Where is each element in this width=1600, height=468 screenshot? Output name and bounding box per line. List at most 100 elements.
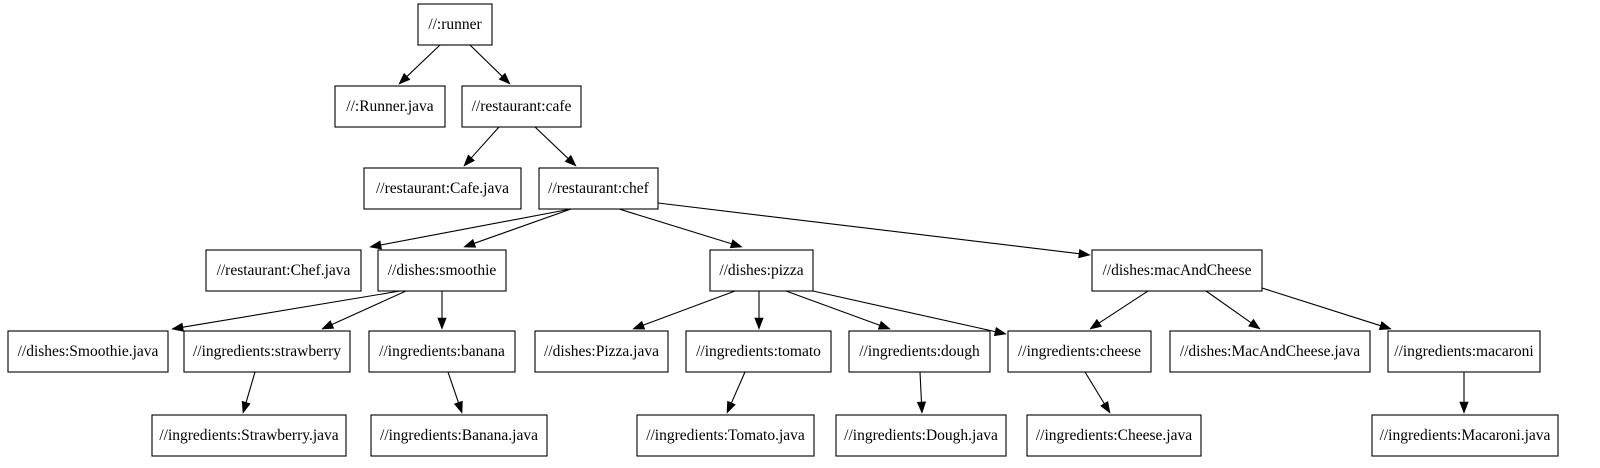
graph-edge: [726, 371, 746, 414]
arrowhead-icon: [1248, 318, 1261, 330]
edge-line: [406, 44, 441, 77]
node-box[interactable]: [685, 330, 832, 373]
graph-node-cheese-java[interactable]: //ingredients:Cheese.java: [1026, 414, 1202, 457]
edge-line: [182, 290, 401, 328]
graph-edge: [785, 290, 891, 330]
graph-edge: [171, 290, 401, 332]
node-box[interactable]: [7, 330, 169, 373]
node-box[interactable]: [1007, 330, 1152, 373]
node-box[interactable]: [368, 330, 516, 373]
edge-line: [447, 371, 459, 403]
node-box[interactable]: [1387, 330, 1541, 373]
graph-node-tomato-java[interactable]: //ingredients:Tomato.java: [636, 414, 815, 457]
graph-node-ing-dough[interactable]: //ingredients:dough: [848, 330, 991, 373]
graph-node-cafe-java[interactable]: //restaurant:Cafe.java: [363, 167, 522, 210]
edge-line: [730, 371, 746, 404]
node-box[interactable]: [370, 414, 548, 457]
graph-node-pizza-java[interactable]: //dishes:Pizza.java: [534, 330, 669, 373]
node-box[interactable]: [377, 249, 507, 292]
graph-node-dishes-pizza[interactable]: //dishes:pizza: [709, 249, 814, 292]
graph-node-ing-tomato[interactable]: //ingredients:tomato: [685, 330, 832, 373]
graph-node-ing-macaroni[interactable]: //ingredients:macaroni: [1387, 330, 1541, 373]
graph-edge: [463, 126, 500, 167]
graph-node-strawberry-java[interactable]: //ingredients:Strawberry.java: [151, 414, 347, 457]
graph-node-ing-cheese[interactable]: //ingredients:cheese: [1007, 330, 1152, 373]
node-box[interactable]: [363, 167, 522, 210]
graph-node-macandchz-java[interactable]: //dishes:MacAndCheese.java: [1169, 330, 1371, 373]
node-box[interactable]: [848, 330, 991, 373]
node-box[interactable]: [1091, 249, 1263, 292]
node-box[interactable]: [1026, 414, 1202, 457]
graph-node-ing-strawberry[interactable]: //ingredients:strawberry: [183, 330, 351, 373]
node-label: //ingredients:Dough.java: [844, 427, 998, 444]
graph-edge: [1459, 372, 1469, 414]
graph-node-chef-java[interactable]: //restaurant:Chef.java: [205, 249, 362, 292]
graph-node-macaroni-java[interactable]: //ingredients:Macaroni.java: [1371, 414, 1559, 457]
arrowhead-icon: [754, 317, 764, 330]
node-box[interactable]: [835, 414, 1007, 457]
arrowhead-icon: [1089, 318, 1102, 330]
node-box[interactable]: [183, 330, 351, 373]
graph-node-dishes-macandchz[interactable]: //dishes:macAndCheese: [1091, 249, 1263, 292]
arrowhead-icon: [1078, 249, 1091, 259]
graph-edge: [369, 208, 572, 250]
graph-edge: [437, 291, 447, 330]
edge-line: [657, 202, 1080, 255]
arrowhead-icon: [463, 238, 477, 248]
arrowhead-icon: [726, 400, 736, 414]
node-box[interactable]: [1371, 414, 1559, 457]
graph-edge: [447, 371, 463, 414]
node-label: //restaurant:Chef.java: [217, 262, 351, 279]
node-box[interactable]: [534, 330, 669, 373]
graph-edge: [812, 290, 1007, 337]
node-label: //dishes:Pizza.java: [544, 343, 659, 360]
node-box[interactable]: [417, 3, 493, 46]
arrowhead-icon: [993, 327, 1007, 337]
edge-line: [245, 371, 256, 403]
node-label: //ingredients:tomato: [696, 343, 821, 360]
node-label: //dishes:MacAndCheese.java: [1180, 343, 1360, 360]
node-box[interactable]: [334, 85, 446, 128]
node-box[interactable]: [205, 249, 362, 292]
graph-edge: [321, 290, 407, 330]
node-label: //ingredients:Strawberry.java: [159, 427, 338, 444]
node-label: //ingredients:Macaroni.java: [1380, 427, 1551, 444]
node-box[interactable]: [151, 414, 347, 457]
node-label: //ingredients:Banana.java: [380, 427, 538, 444]
node-label: //dishes:macAndCheese: [1103, 262, 1252, 279]
graph-node-runner[interactable]: //:runner: [417, 3, 493, 46]
graph-node-banana-java[interactable]: //ingredients:Banana.java: [370, 414, 548, 457]
graph-edge: [1084, 371, 1111, 414]
graph-node-smoothie-java[interactable]: //dishes:Smoothie.java: [7, 330, 169, 373]
node-box[interactable]: [709, 249, 814, 292]
graph-node-ing-banana[interactable]: //ingredients:banana: [368, 330, 516, 373]
graph-edge: [916, 371, 927, 414]
graph-node-runner-java[interactable]: //:Runner.java: [334, 85, 446, 128]
arrowhead-icon: [1100, 400, 1111, 414]
graph-edge: [618, 208, 743, 249]
node-box[interactable]: [538, 167, 659, 210]
node-label: //:Runner.java: [346, 98, 434, 115]
node-label: //ingredients:cheese: [1018, 343, 1141, 360]
node-box[interactable]: [1169, 330, 1371, 373]
node-box[interactable]: [461, 85, 582, 128]
edge-line: [474, 208, 572, 244]
graph-node-dishes-smoothie[interactable]: //dishes:smoothie: [377, 249, 507, 292]
arrowhead-icon: [437, 317, 447, 330]
graph-node-restaurant-chef[interactable]: //restaurant:chef: [538, 167, 659, 210]
node-label: //ingredients:banana: [379, 343, 505, 360]
node-label: //dishes:smoothie: [388, 262, 497, 279]
graph-edge: [1089, 290, 1149, 330]
graph-edge: [469, 44, 511, 85]
node-box[interactable]: [636, 414, 815, 457]
arrowhead-icon: [453, 400, 463, 414]
arrowhead-icon: [369, 240, 382, 250]
graph-edge: [632, 290, 736, 330]
node-label: //ingredients:dough: [859, 343, 980, 360]
graph-node-dough-java[interactable]: //ingredients:Dough.java: [835, 414, 1007, 457]
graph-node-restaurant-cafe[interactable]: //restaurant:cafe: [461, 85, 582, 128]
node-label: //restaurant:cafe: [472, 98, 572, 115]
node-label: //restaurant:chef: [548, 180, 650, 197]
